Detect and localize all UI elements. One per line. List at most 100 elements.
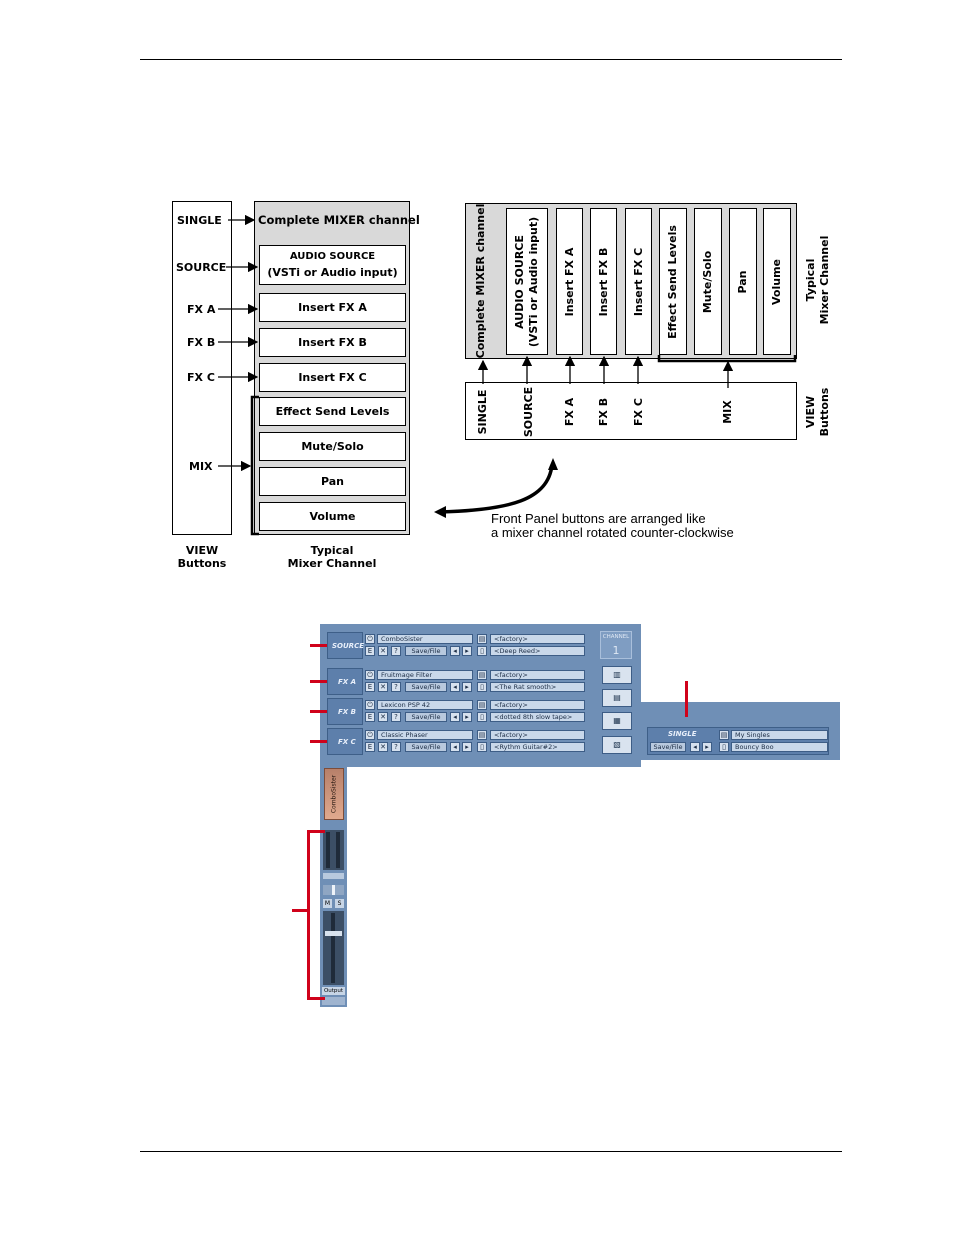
right-diagram-arrows [434,355,797,518]
next-arrow-icon[interactable]: ▸ [462,742,472,752]
edit-icon[interactable]: E [365,712,375,722]
power-icon[interactable]: ⏻ [365,634,375,644]
rotated-insert-fx-b: Insert FX B [590,208,617,355]
bypass-icon[interactable]: ✕ [378,712,388,722]
red-marker-fxc [310,740,327,743]
red-bracket-bottom [307,997,325,1000]
fxa-bank-field[interactable]: <factory> [490,670,585,680]
rotated-view-box [465,382,797,440]
red-marker-single [685,681,688,717]
send-level-sliders[interactable] [323,830,344,870]
fxa-name-field[interactable]: Fruitmage Filter [377,670,473,680]
folder-icon[interactable]: ▤ [477,730,487,740]
fxb-save-button[interactable]: Save/File [405,712,447,722]
folder-icon[interactable]: ▤ [477,670,487,680]
red-marker-fxa [310,680,327,683]
view-mix-icon[interactable]: ▧ [602,736,632,754]
edit-icon[interactable]: E [365,646,375,656]
red-bracket-top [307,830,325,833]
source-save-button[interactable]: Save/File [405,646,447,656]
fxa-save-button[interactable]: Save/File [405,682,447,692]
random-icon[interactable]: ? [391,712,401,722]
source-name-field[interactable]: ComboSister [377,634,473,644]
volume-fader[interactable] [323,911,344,985]
source-section-button[interactable]: SOURCE [327,632,364,659]
fxa-section-button[interactable]: FX A [327,668,363,695]
edit-icon[interactable]: E [365,742,375,752]
next-arrow-icon[interactable]: ▸ [462,646,472,656]
random-icon[interactable]: ? [391,646,401,656]
red-marker-source [310,644,327,647]
single-bank-field[interactable]: My Singles [731,730,828,740]
send-fx-buttons[interactable] [323,873,344,879]
bypass-icon[interactable]: ✕ [378,682,388,692]
single-preset-field[interactable]: Bouncy Boo [731,742,828,752]
prev-arrow-icon[interactable]: ◂ [450,646,460,656]
next-arrow-icon[interactable]: ▸ [462,712,472,722]
solo-button[interactable]: S [335,899,344,908]
fxc-name-field[interactable]: Classic Phaser [377,730,473,740]
view-fxb-label: FX B [187,336,216,349]
fxa-preset-field[interactable]: <The Rat smooth> [490,682,585,692]
rotated-audio-source: AUDIO SOURCE (VSTi or Audio input) [506,208,548,355]
strip-name-tab[interactable]: ComboSister [324,768,344,820]
view-single-icon[interactable]: ▥ [602,666,632,684]
fxb-section-label: FX B [338,708,356,716]
caption-line2: a mixer channel rotated counter-clockwis… [491,525,734,540]
fxb-name-field[interactable]: Lexicon PSP 42 [377,700,473,710]
mute-solo-cell: Mute/Solo [259,432,406,461]
view-source-icon[interactable]: ▤ [602,689,632,707]
source-bank-field[interactable]: <factory> [490,634,585,644]
effect-send-levels-cell: Effect Send Levels [259,397,406,426]
typical-caption-line2: Mixer Channel [287,557,377,570]
rotated-effect-send: Effect Send Levels [659,208,687,355]
power-icon[interactable]: ⏻ [365,730,375,740]
next-arrow-icon[interactable]: ▸ [702,742,712,752]
view-buttons-caption: VIEW Buttons [172,544,232,570]
page-icon[interactable]: ▯ [719,742,729,752]
pan-slider[interactable] [323,885,344,895]
bypass-icon[interactable]: ✕ [378,742,388,752]
header-rule [140,59,842,60]
view-fx-icon[interactable]: ▦ [602,712,632,730]
fxb-preset-field[interactable]: <dotted 8th slow tape> [490,712,585,722]
next-arrow-icon[interactable]: ▸ [462,682,472,692]
folder-icon[interactable]: ▤ [477,700,487,710]
prev-arrow-icon[interactable]: ◂ [450,742,460,752]
fxc-section-button[interactable]: FX C [327,728,363,755]
typical-caption-line1: Typical [310,544,354,557]
source-preset-field[interactable]: <Deep Reed> [490,646,585,656]
single-save-button[interactable]: Save/File [650,742,686,752]
fxc-bank-field[interactable]: <factory> [490,730,585,740]
fxc-save-button[interactable]: Save/File [405,742,447,752]
power-icon[interactable]: ⏻ [365,700,375,710]
folder-icon[interactable]: ▤ [719,730,729,740]
random-icon[interactable]: ? [391,742,401,752]
output-label[interactable]: Output [322,987,345,995]
mute-button[interactable]: M [323,899,332,908]
view-caption-line1: VIEW [185,544,219,557]
folder-icon[interactable]: ▤ [477,634,487,644]
prev-arrow-icon[interactable]: ◂ [690,742,700,752]
red-marker-mix [292,909,307,912]
fxb-bank-field[interactable]: <factory> [490,700,585,710]
page-icon[interactable]: ▯ [477,742,487,752]
page-icon[interactable]: ▯ [477,682,487,692]
rotated-pan: Pan [729,208,757,355]
page-icon[interactable]: ▯ [477,646,487,656]
bypass-icon[interactable]: ✕ [378,646,388,656]
view-single-label: SINGLE [177,214,222,227]
insert-fx-a-cell: Insert FX A [259,293,406,322]
source-section-label: SOURCE [332,642,364,650]
edit-icon[interactable]: E [365,682,375,692]
page-icon[interactable]: ▯ [477,712,487,722]
prev-arrow-icon[interactable]: ◂ [450,682,460,692]
pan-cell: Pan [259,467,406,496]
fxb-section-button[interactable]: FX B [327,698,363,725]
fxc-preset-field[interactable]: <Rythm Guitar#2> [490,742,585,752]
output-controls[interactable] [322,997,345,1005]
channel-number: 1 [612,644,620,657]
power-icon[interactable]: ⏻ [365,670,375,680]
prev-arrow-icon[interactable]: ◂ [450,712,460,722]
random-icon[interactable]: ? [391,682,401,692]
